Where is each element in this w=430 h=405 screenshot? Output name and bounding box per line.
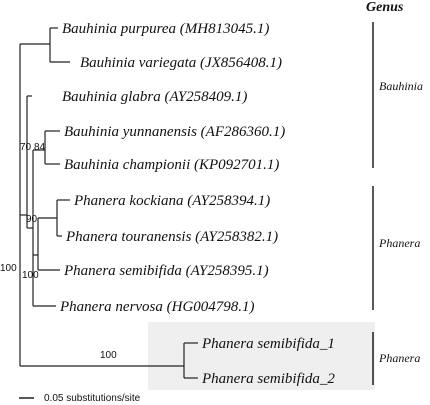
tree-branches <box>19 27 198 379</box>
support-value: 70 <box>20 142 32 153</box>
taxon-label: Bauhinia purpurea (MH813045.1) <box>62 21 269 37</box>
support-value: 100 <box>22 270 39 281</box>
support-value: 100 <box>0 263 17 274</box>
taxon-label: Phanera semibifida_1 <box>201 336 335 352</box>
taxon-label: Bauhinia variegata (JX856408.1) <box>80 55 282 71</box>
support-value: 90 <box>26 214 38 225</box>
genus-label: Phanera <box>378 351 420 365</box>
support-value: 100 <box>100 350 117 361</box>
highlight-box <box>148 322 375 390</box>
genus-header: Genus <box>366 0 404 15</box>
taxon-label: Bauhinia championii (KP092701.1) <box>64 157 279 173</box>
taxon-label: Phanera semibifida (AY258395.1) <box>63 263 269 279</box>
taxon-label: Bauhinia yunnanensis (AF286360.1) <box>64 124 285 140</box>
taxon-label: Phanera touranensis (AY258382.1) <box>65 229 278 245</box>
taxon-label: Bauhinia glabra (AY258409.1) <box>62 89 247 105</box>
genus-label: Bauhinia <box>379 79 423 93</box>
taxon-label: Phanera semibifida_2 <box>201 371 335 387</box>
support-value: 84 <box>34 142 46 153</box>
scale-bar-label: 0.05 substitutions/site <box>44 393 141 404</box>
genus-label: Phanera <box>378 236 420 250</box>
taxon-label: Phanera kockiana (AY258394.1) <box>73 193 270 209</box>
taxon-label: Phanera nervosa (HG004798.1) <box>59 299 255 315</box>
